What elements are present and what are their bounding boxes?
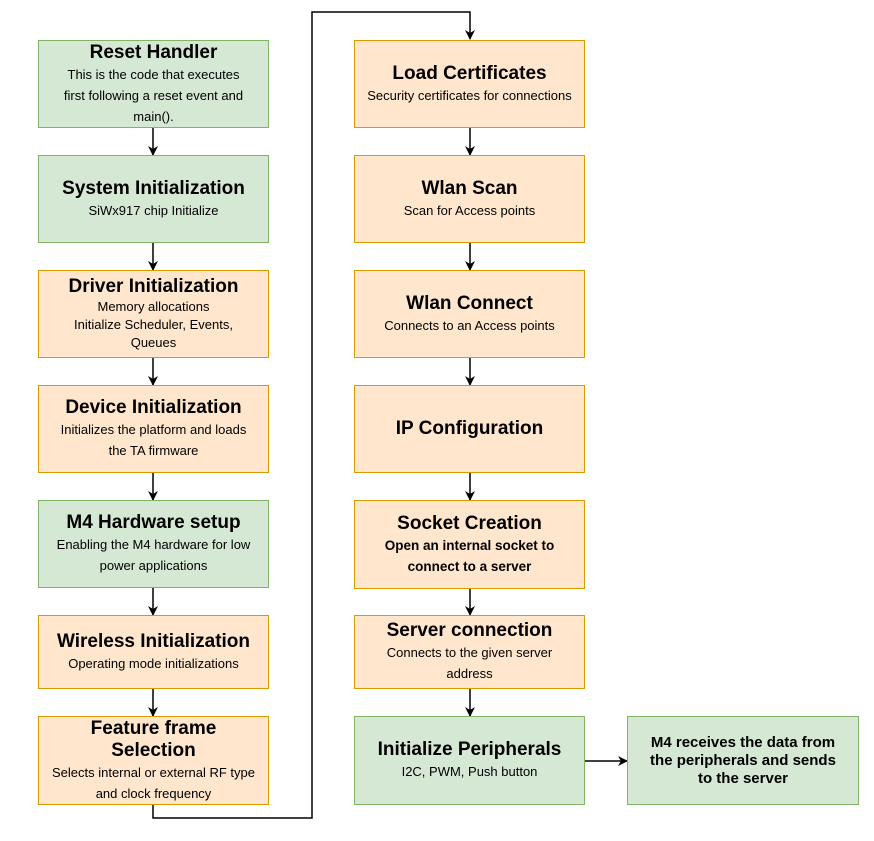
box-desc-line: Memory allocations xyxy=(97,299,210,314)
socket-creation-box: Socket Creation Open an internal socket … xyxy=(354,500,585,589)
ip-configuration-box: IP Configuration xyxy=(354,385,585,473)
feature-frame-selection-box: Feature frame Selection Selects internal… xyxy=(38,716,269,805)
box-desc-line: Queues xyxy=(130,335,177,350)
box-title: Wireless Initialization xyxy=(56,630,251,652)
box-title: Server connection xyxy=(386,620,553,641)
box-title: Socket Creation xyxy=(397,512,542,534)
box-desc-line: address xyxy=(446,666,493,681)
box-title-line: Selection xyxy=(111,739,196,761)
m4-hardware-setup-box: M4 Hardware setup Enabling the M4 hardwa… xyxy=(38,500,269,588)
box-title: Device Initialization xyxy=(65,397,242,418)
box-title: Wlan Scan xyxy=(421,177,518,199)
box-title: Wlan Connect xyxy=(406,292,533,314)
system-initialization-box: System Initialization SiWx917 chip Initi… xyxy=(38,155,269,243)
note-line: to the server xyxy=(697,769,789,787)
box-title: Reset Handler xyxy=(89,41,218,63)
server-connection-box: Server connection Connects to the given … xyxy=(354,615,585,689)
box-title-line: Feature frame xyxy=(90,717,217,739)
wireless-initialization-box: Wireless Initialization Operating mode i… xyxy=(38,615,269,689)
box-title: Driver Initialization xyxy=(68,276,239,297)
note-line: M4 receives the data from xyxy=(650,733,836,751)
box-title: Load Certificates xyxy=(392,62,547,84)
load-certificates-box: Load Certificates Security certificates … xyxy=(354,40,585,128)
box-desc-line: main(). xyxy=(133,108,174,124)
box-title: System Initialization xyxy=(62,177,245,199)
box-title: IP Configuration xyxy=(395,418,544,439)
box-desc-line: and clock frequency xyxy=(95,785,212,801)
initialize-peripherals-box: Initialize Peripherals I2C, PWM, Push bu… xyxy=(354,716,585,805)
box-desc-line: Connects to the given server xyxy=(386,645,553,660)
reset-handler-box: Reset Handler This is the code that exec… xyxy=(38,40,269,128)
device-initialization-box: Device Initialization Initializes the pl… xyxy=(38,385,269,473)
box-desc-line: power applications xyxy=(99,558,208,573)
box-desc-line: first following a reset event and xyxy=(63,87,244,103)
connector-feature-to-certificates xyxy=(152,11,475,819)
driver-initialization-box: Driver Initialization Memory allocations… xyxy=(38,270,269,358)
box-desc-line: the TA firmware xyxy=(108,443,199,458)
wlan-scan-box: Wlan Scan Scan for Access points xyxy=(354,155,585,243)
box-desc-line: Initialize Scheduler, Events, xyxy=(74,317,233,332)
m4-receives-data-box: M4 receives the data from the peripheral… xyxy=(627,716,859,805)
box-title: M4 Hardware setup xyxy=(66,512,241,533)
box-desc-line: Connects to an Access points xyxy=(384,317,555,333)
box-desc-line: Enabling the M4 hardware for low xyxy=(56,537,251,552)
box-title: Initialize Peripherals xyxy=(377,739,562,760)
box-desc-line: SiWx917 chip Initialize xyxy=(88,202,219,218)
box-desc-line: Security certificates for connections xyxy=(367,87,572,103)
box-desc-line: Scan for Access points xyxy=(403,202,536,218)
box-desc-line: I2C, PWM, Push button xyxy=(401,764,538,779)
box-desc-line: connect to a server xyxy=(407,558,532,574)
box-desc-line: This is the code that executes xyxy=(67,66,240,82)
wlan-connect-box: Wlan Connect Connects to an Access point… xyxy=(354,270,585,358)
box-desc-line: Selects internal or external RF type xyxy=(51,764,256,780)
box-desc-line: Open an internal socket to xyxy=(384,537,555,553)
box-desc-line: Initializes the platform and loads xyxy=(60,422,247,437)
box-desc-line: Operating mode initializations xyxy=(68,655,239,671)
note-line: the peripherals and sends xyxy=(650,751,836,769)
